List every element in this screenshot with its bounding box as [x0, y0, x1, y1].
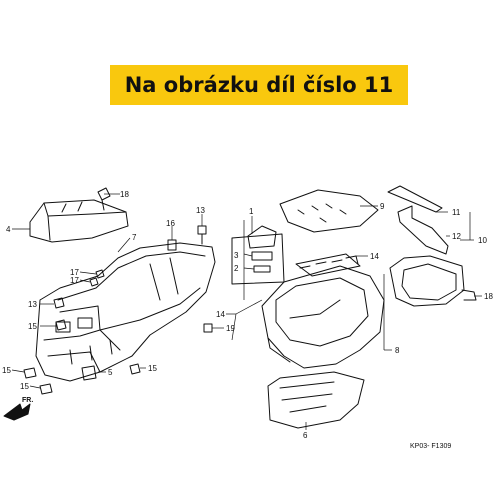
- title-banner: Na obrázku díl číslo 11: [110, 65, 408, 105]
- part-luggage-box: [261, 253, 385, 369]
- callout-14b: 14: [370, 252, 379, 261]
- part-seat-pad: [279, 189, 379, 233]
- callout-13b: 13: [28, 300, 37, 309]
- part-lower-cover: [267, 371, 365, 429]
- callout-9: 9: [380, 202, 385, 211]
- callout-19: 19: [226, 324, 235, 333]
- callout-15d: 15: [148, 364, 157, 373]
- callout-4: 4: [6, 225, 11, 234]
- callout-15b: 15: [2, 366, 11, 375]
- part-frame-body: [35, 242, 216, 382]
- callout-13a: 13: [196, 206, 205, 215]
- front-direction-arrow: [3, 403, 31, 421]
- callout-17a: 17: [70, 268, 79, 277]
- banner-title: Na obrázku díl číslo 11: [124, 73, 394, 97]
- part-front-cover: [29, 199, 129, 243]
- part-bolts-left: [23, 187, 213, 395]
- callout-15c: 15: [20, 382, 29, 391]
- callout-12: 12: [452, 232, 461, 241]
- diagram-code: KP03- F1309: [410, 443, 451, 450]
- callout-18a: 18: [120, 190, 129, 199]
- callout-16: 16: [166, 219, 175, 228]
- callout-1: 1: [249, 207, 254, 216]
- callout-8: 8: [395, 346, 400, 355]
- direction-label: FR.: [22, 397, 33, 404]
- callout-7: 7: [132, 233, 137, 242]
- callout-10: 10: [478, 236, 487, 245]
- part-trim-strips: [387, 185, 449, 255]
- callout-6: 6: [303, 431, 308, 440]
- part-rear-housing: [389, 255, 477, 307]
- callout-11: 11: [452, 208, 461, 217]
- callout-3: 3: [234, 251, 239, 260]
- callout-5: 5: [108, 368, 113, 377]
- callout-14a: 14: [216, 310, 225, 319]
- callout-2: 2: [234, 264, 239, 273]
- part-switch-assembly: [231, 225, 285, 285]
- callout-15a: 15: [28, 322, 37, 331]
- callout-18b: 18: [484, 292, 493, 301]
- callout-17b: 17: [70, 276, 79, 285]
